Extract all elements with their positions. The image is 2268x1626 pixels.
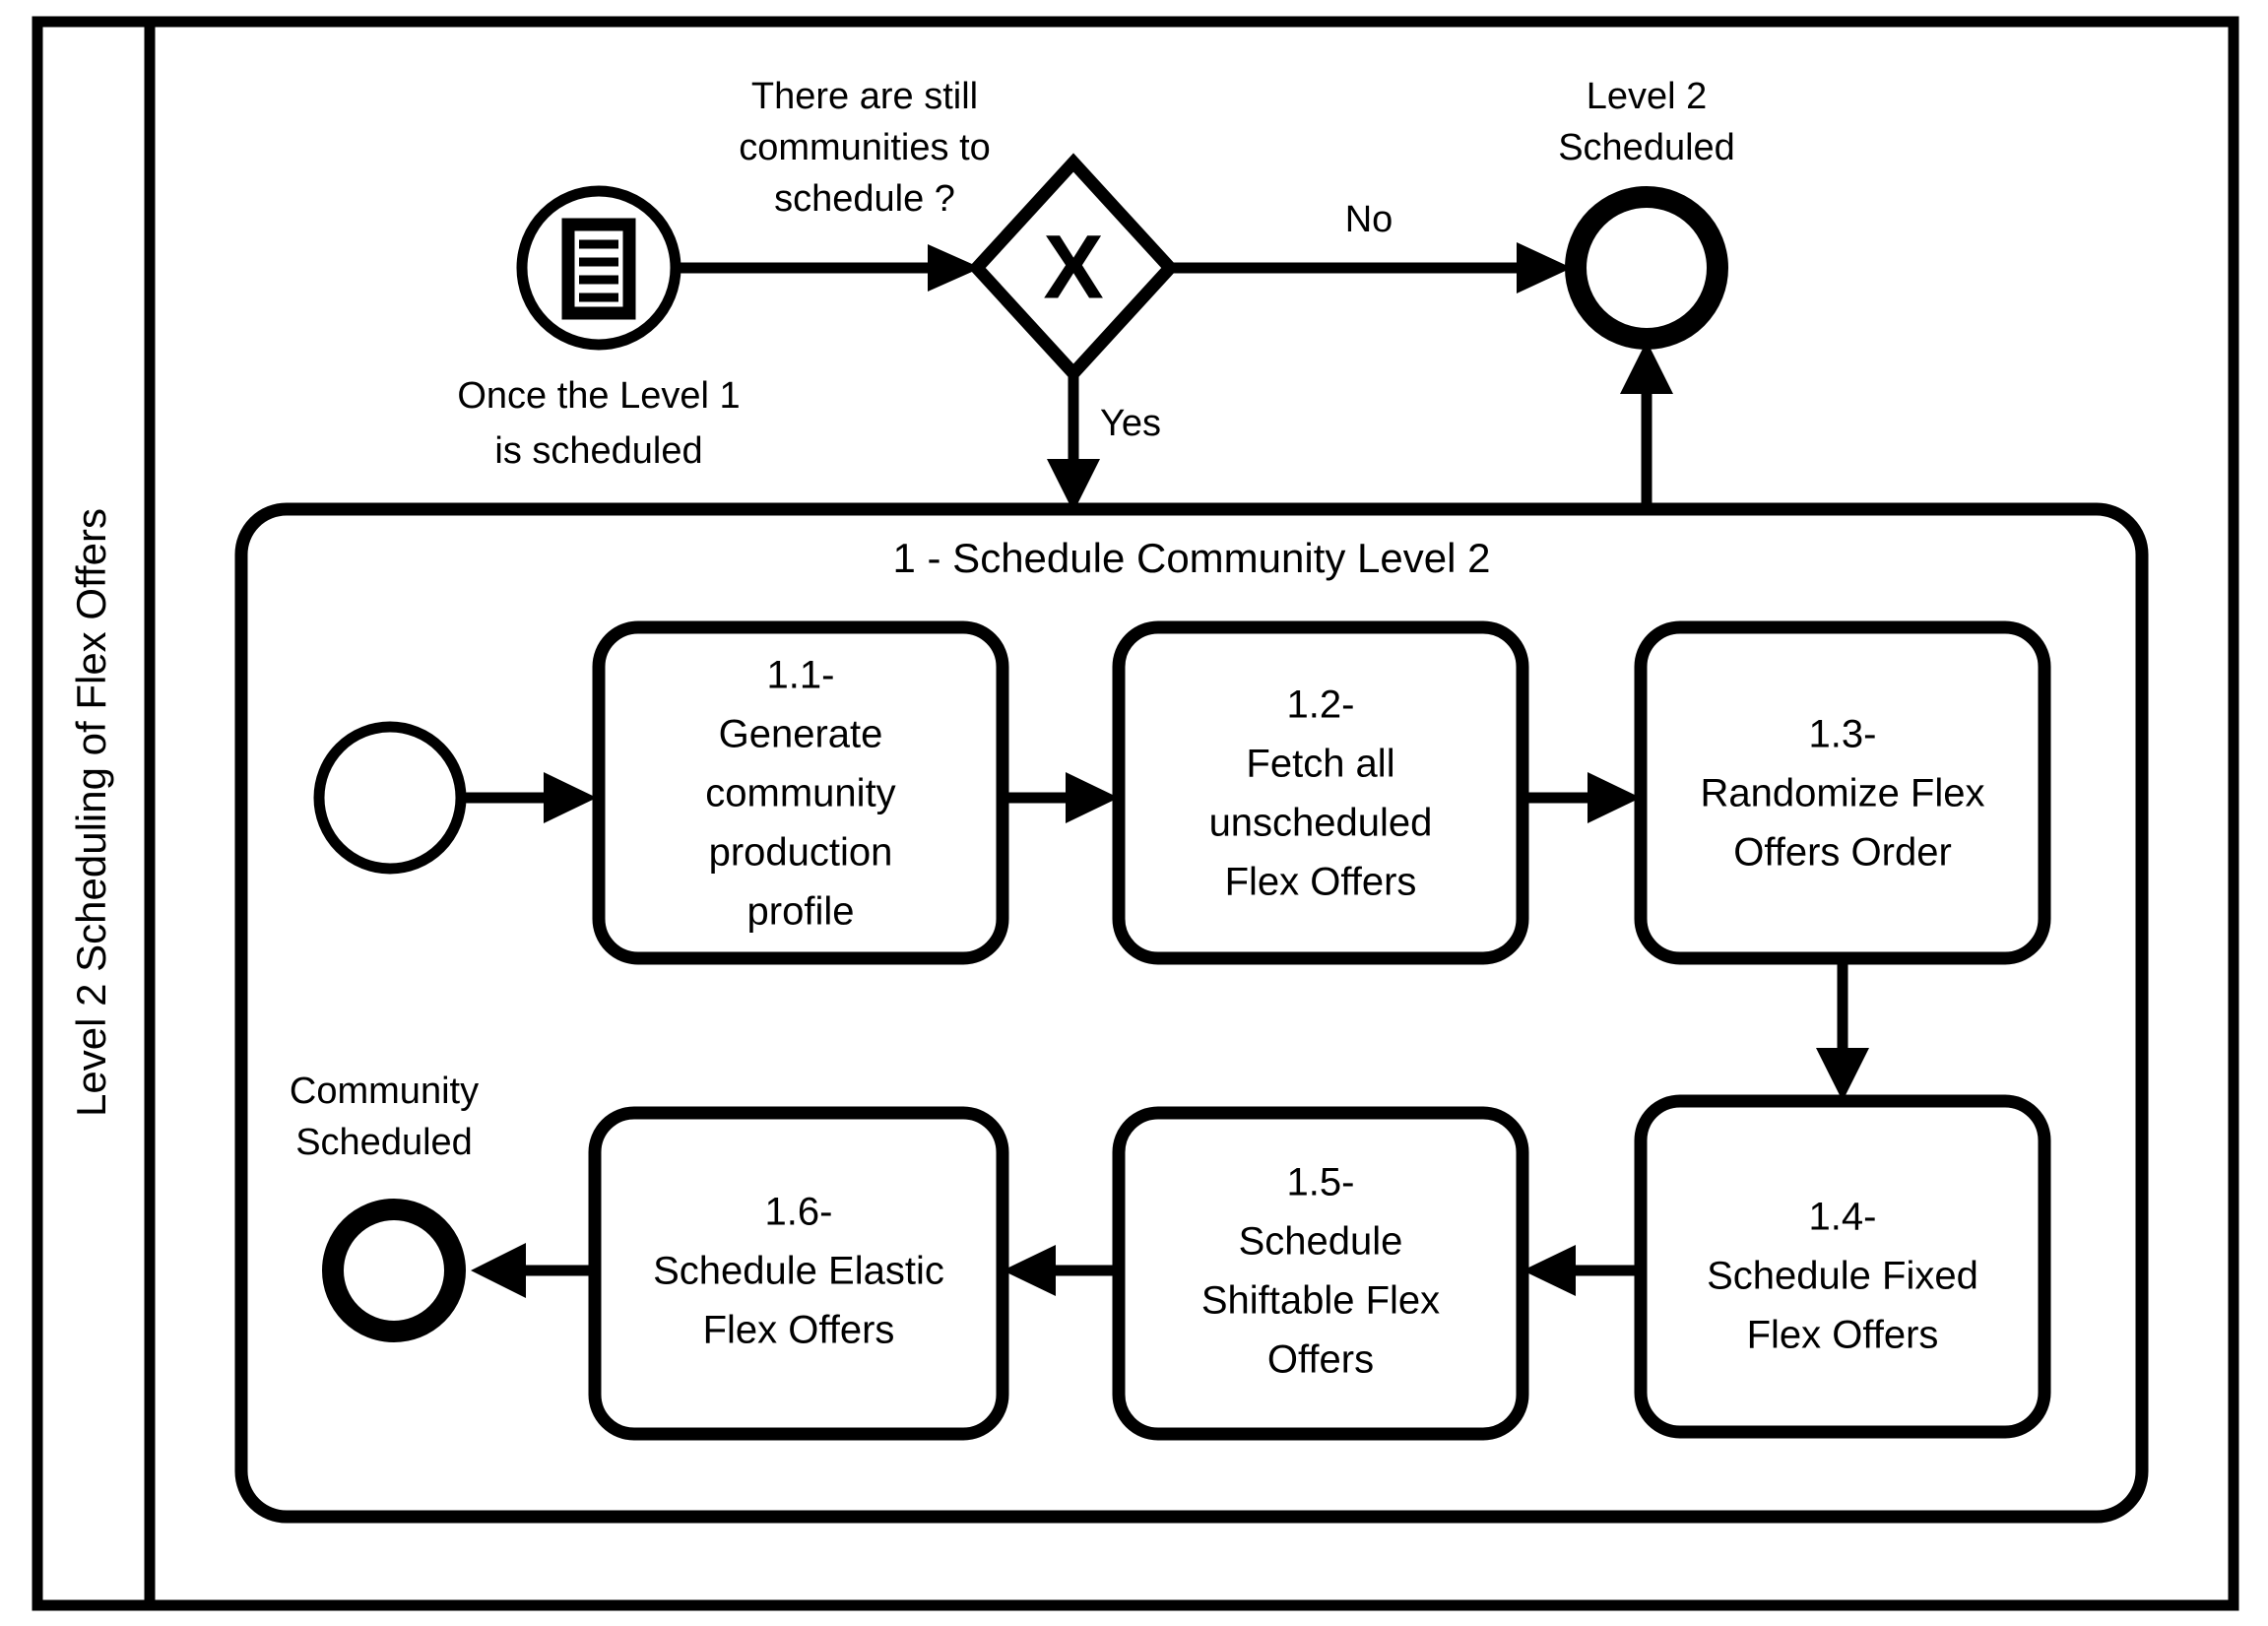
flow-gateway-yes (1047, 373, 1100, 512)
end-event-label-line1: Level 2 (1587, 76, 1708, 117)
subprocess-title: 1 - Schedule Community Level 2 (893, 535, 1491, 581)
task-1-5[interactable]: 1.5- Schedule Shiftable Flex Offers (1112, 1106, 1529, 1441)
flow-subprocess-to-end-event (1620, 341, 1673, 509)
task-1-1-line2: Generate (719, 713, 883, 756)
task-1-6-line2: Schedule Elastic (653, 1250, 944, 1293)
start-event-circle[interactable] (516, 185, 681, 351)
flow-task-1-1-to-1-2 (1003, 772, 1119, 823)
conditional-document-icon (561, 218, 636, 320)
task-1-2[interactable]: 1.2- Fetch all unscheduled Flex Offers (1112, 620, 1529, 965)
flow-label-yes: Yes (1100, 403, 1161, 444)
task-1-3-line1: 1.3- (1809, 713, 1877, 756)
flow-task-1-3-to-1-4 (1816, 958, 1869, 1101)
flow-task-1-2-to-1-3 (1523, 772, 1641, 823)
task-1-1-line3: community (705, 772, 895, 815)
task-1-1-line4: production (709, 831, 893, 875)
task-1-3-line2: Randomize Flex (1700, 772, 1984, 815)
flow-task-1-5-to-1-6 (1003, 1245, 1119, 1296)
level-2-scheduled-end-event[interactable] (1565, 186, 1728, 350)
pool-label: Level 2 Scheduling of Flex Offers (68, 508, 114, 1117)
flow-innerstart-to-task-1-1 (461, 772, 597, 823)
flow-gateway-no (1170, 242, 1572, 293)
task-1-6-line1: 1.6- (765, 1191, 833, 1234)
task-1-4-line1: 1.4- (1809, 1196, 1877, 1239)
subprocess-start-event[interactable] (313, 721, 467, 875)
flow-task-1-4-to-1-5 (1523, 1245, 1641, 1296)
task-1-6-line3: Flex Offers (703, 1309, 895, 1352)
task-1-2-line3: unscheduled (1209, 802, 1433, 845)
flow-task-1-6-to-inner-end (471, 1243, 595, 1298)
gateway-x-symbol: X (1043, 217, 1103, 317)
subprocess-container[interactable] (234, 502, 2149, 1524)
community-scheduled-end-event[interactable] (322, 1199, 466, 1342)
flow-start-to-gateway (676, 244, 981, 292)
task-1-5-line4: Offers (1267, 1338, 1374, 1382)
pool-outer-frame (32, 16, 2239, 1611)
task-1-5-line1: 1.5- (1287, 1161, 1355, 1204)
gateway-label-line3: schedule ? (774, 178, 955, 220)
task-1-6[interactable]: 1.6- Schedule Elastic Flex Offers (588, 1106, 1009, 1441)
task-1-4-line3: Flex Offers (1747, 1314, 1939, 1357)
task-1-3[interactable]: 1.3- Randomize Flex Offers Order (1634, 620, 2051, 965)
task-1-3-line3: Offers Order (1733, 831, 1952, 875)
start-event-annotation-line2: is scheduled (494, 430, 702, 472)
flow-label-no: No (1345, 199, 1393, 240)
exclusive-gateway[interactable]: X (968, 153, 1179, 383)
inner-end-label-line2: Scheduled (295, 1122, 473, 1163)
task-1-5-line3: Shiftable Flex (1201, 1279, 1440, 1323)
task-1-4-line2: Schedule Fixed (1707, 1255, 1978, 1298)
task-1-4[interactable]: 1.4- Schedule Fixed Flex Offers (1634, 1094, 2051, 1439)
task-1-2-line2: Fetch all (1246, 743, 1394, 786)
task-1-2-line1: 1.2- (1287, 683, 1355, 727)
inner-end-label-line1: Community (290, 1071, 479, 1112)
start-event-annotation-line1: Once the Level 1 (457, 375, 740, 417)
task-1-1-line1: 1.1- (767, 654, 835, 697)
task-1-5-line2: Schedule (1239, 1220, 1403, 1264)
end-event-label-line2: Scheduled (1558, 127, 1735, 168)
gateway-label-line1: There are still (751, 76, 978, 117)
task-1-2-line4: Flex Offers (1225, 861, 1417, 904)
task-1-1-line5: profile (747, 890, 855, 934)
task-1-1[interactable]: 1.1- Generate community production profi… (592, 620, 1009, 965)
gateway-label-line2: communities to (739, 127, 991, 168)
